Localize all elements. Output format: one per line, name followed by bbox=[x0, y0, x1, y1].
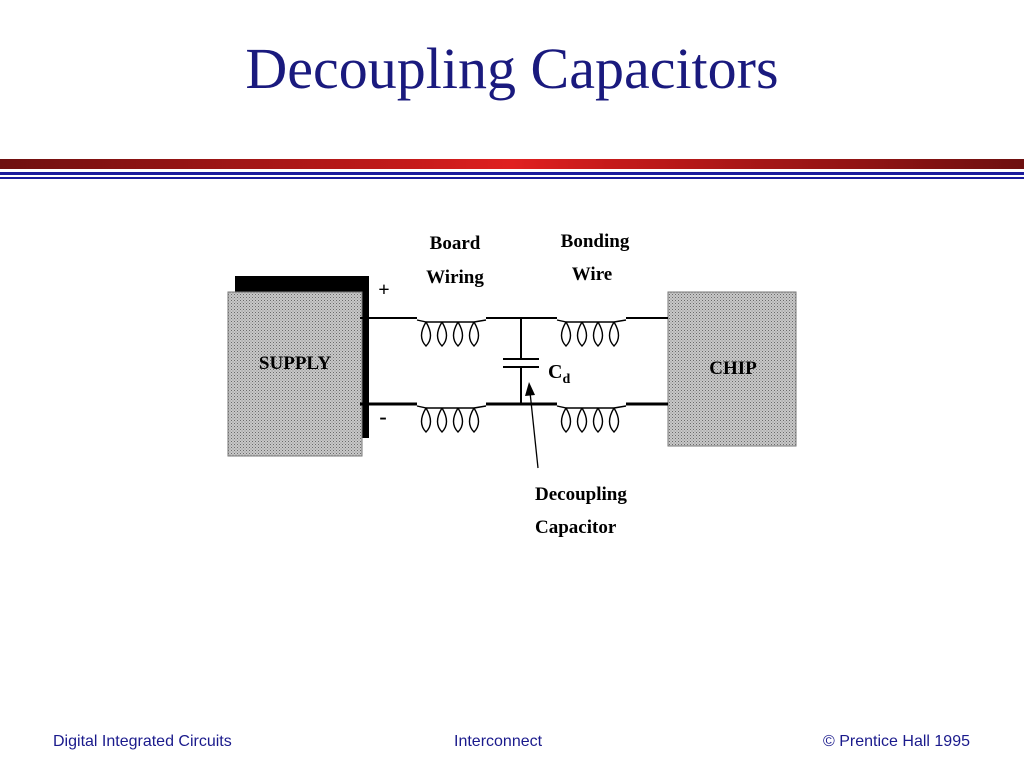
capacitor-symbol-label: Cd bbox=[548, 361, 570, 387]
chip-block bbox=[667, 291, 797, 447]
capacitor-pointer-arrow bbox=[525, 382, 539, 469]
board-wiring-inductor-top bbox=[416, 319, 487, 347]
header-rule-blue-bottom bbox=[0, 177, 1024, 179]
bonding-wire-inductor-top bbox=[556, 319, 627, 347]
bonding-wire-label-line2: Wire bbox=[572, 264, 612, 285]
footer-course-title: Digital Integrated Circuits bbox=[53, 733, 232, 750]
footer-chapter: Interconnect bbox=[454, 733, 543, 750]
supply-block bbox=[227, 276, 369, 457]
board-wiring-label-line2: Wiring bbox=[426, 267, 484, 288]
header-rule-red bbox=[0, 159, 1024, 169]
header-rule-blue-top bbox=[0, 172, 1024, 175]
board-wiring-inductor-bottom bbox=[416, 405, 487, 433]
decoupling-capacitor-symbol bbox=[503, 318, 539, 404]
decoupling-capacitor-label-line2: Capacitor bbox=[535, 517, 617, 538]
board-wiring-label-line1: Board bbox=[430, 233, 481, 254]
minus-terminal: - bbox=[379, 404, 386, 429]
slide-title: Decoupling Capacitors bbox=[245, 36, 779, 101]
plus-terminal: + bbox=[378, 279, 389, 301]
bonding-wire-label-line1: Bonding bbox=[561, 231, 630, 252]
supply-label: SUPPLY bbox=[259, 353, 331, 374]
chip-label: CHIP bbox=[709, 358, 757, 379]
bonding-wire-inductor-bottom bbox=[556, 405, 627, 433]
decoupling-capacitor-label-line1: Decoupling bbox=[535, 484, 627, 505]
footer-copyright: © Prentice Hall 1995 bbox=[823, 733, 970, 750]
